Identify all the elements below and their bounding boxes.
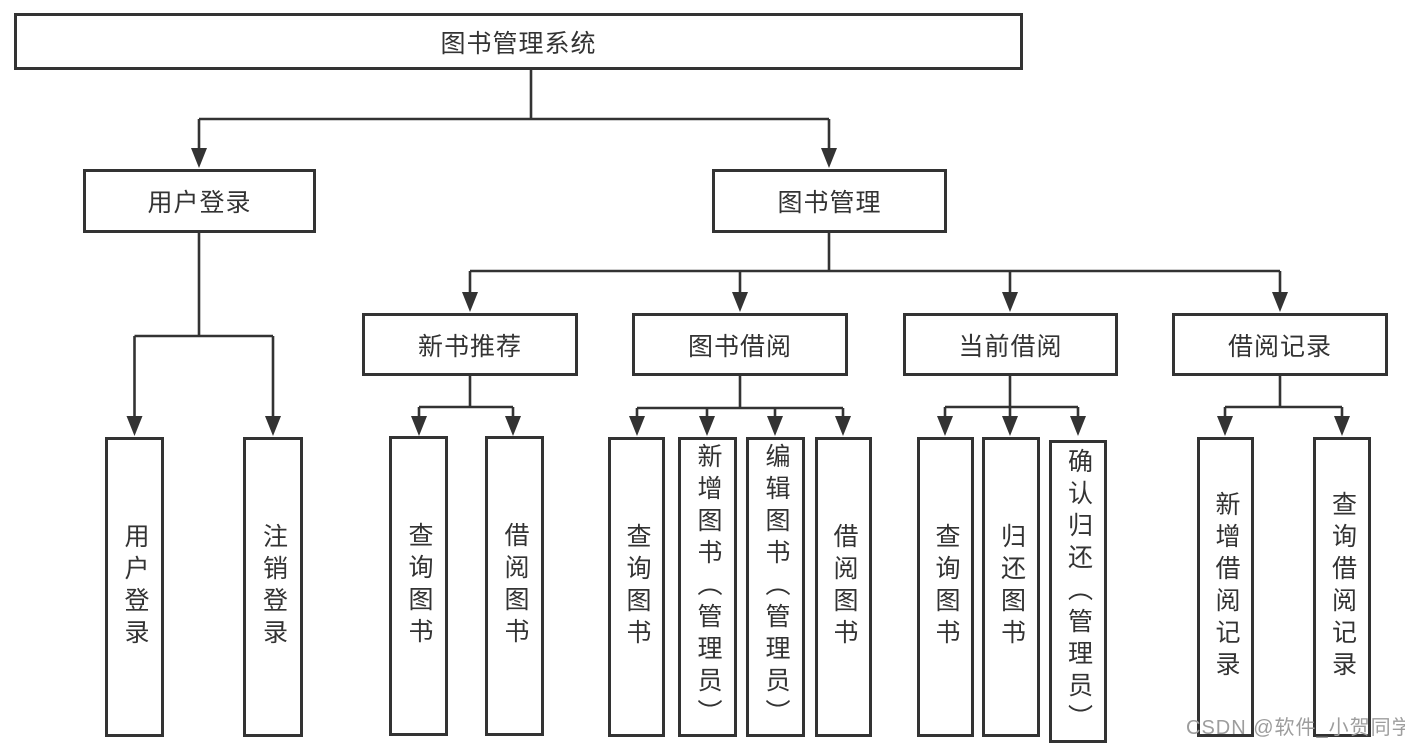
node-nbr-borrow-books-leaf: 借阅图书 [485,436,544,736]
node-bb-add-books-leaf: 新增图书（管理员） [678,437,737,737]
node-br-add-record-leaf: 新增借阅记录 [1197,437,1254,737]
arrowhead-icons [126,148,1350,436]
node-borrow-records: 借阅记录 [1172,313,1388,376]
node-cb-query-books-leaf: 查询图书 [917,437,974,737]
node-logout-leaf: 注销登录 [243,437,303,737]
node-user-login: 用户登录 [83,169,316,233]
node-bb-query-books-leaf: 查询图书 [608,437,665,737]
node-cb-return-books-leaf: 归还图书 [982,437,1040,737]
node-br-query-record-leaf: 查询借阅记录 [1313,437,1371,737]
watermark: CSDN @软件_小贺同学 [1186,717,1405,739]
node-library-system-root: 图书管理系统 [14,13,1023,70]
node-user-login-leaf: 用户登录 [105,437,164,737]
node-current-borrowing: 当前借阅 [903,313,1118,376]
node-nbr-query-books-leaf: 查询图书 [389,436,448,736]
node-new-book-recommend: 新书推荐 [362,313,578,376]
node-book-borrowing: 图书借阅 [632,313,848,376]
node-book-management: 图书管理 [712,169,947,233]
node-bb-edit-books-leaf: 编辑图书（管理员） [746,437,805,737]
node-bb-borrow-books-leaf: 借阅图书 [815,437,872,737]
node-cb-confirm-return-leaf: 确认归还（管理员） [1049,440,1107,743]
